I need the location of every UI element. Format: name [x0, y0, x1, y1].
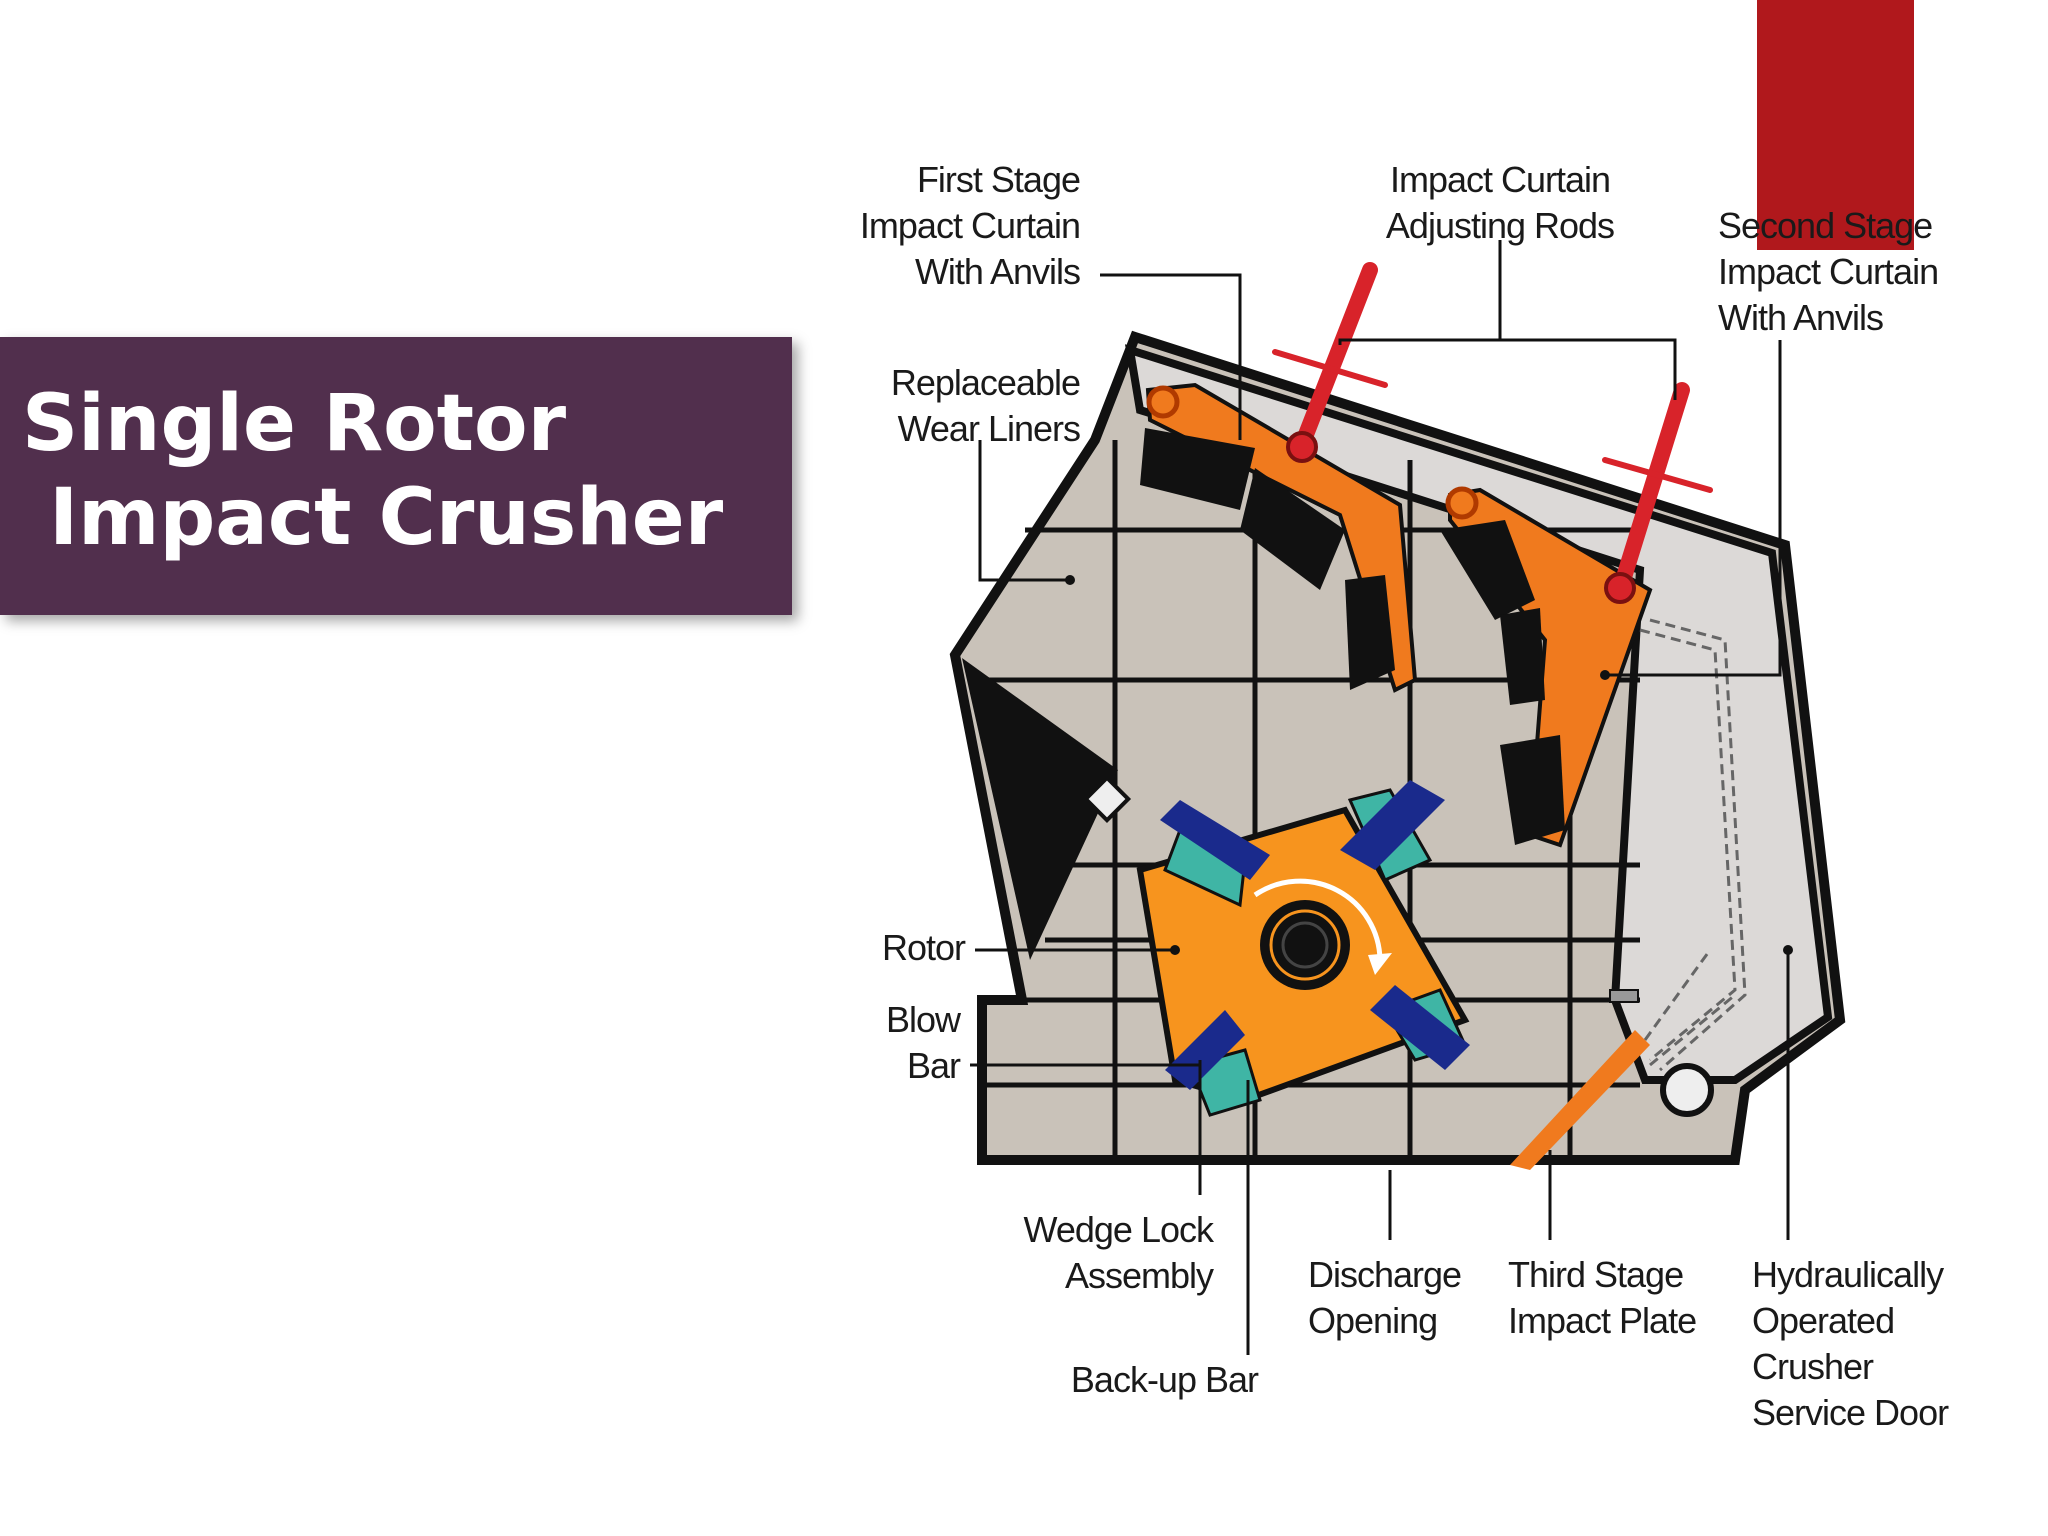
feed-plate: [962, 658, 1118, 960]
slide-title-line-1: Single Rotor: [22, 379, 567, 469]
label-discharge-2: Opening: [1308, 1300, 1437, 1341]
accent-bar: [1757, 0, 1914, 250]
label-second-stage-2: Impact Curtain: [1718, 251, 1938, 292]
label-third-stage-2: Impact Plate: [1508, 1300, 1696, 1341]
slide-title-line-2: Impact Crusher: [22, 473, 724, 563]
label-second-stage-1: Second Stage: [1718, 205, 1932, 246]
label-backup-bar: Back-up Bar: [1071, 1359, 1259, 1400]
label-liners-2: Wear Liners: [898, 408, 1080, 449]
leader-lines: [970, 240, 1790, 1355]
label-wedge-1: Wedge Lock: [1024, 1209, 1215, 1250]
feed-bolt: [1082, 774, 1132, 824]
label-blow-bar-2: Bar: [907, 1045, 961, 1086]
third-stage-impact-plate: [1510, 1030, 1650, 1170]
first-stage-curtain: [1140, 382, 1418, 693]
door-frame-hidden-lines: [1639, 618, 1747, 1072]
label-wedge-2: Assembly: [1065, 1255, 1214, 1296]
label-discharge-1: Discharge: [1308, 1254, 1461, 1295]
label-door-2: Operated: [1752, 1300, 1894, 1341]
label-adjusting-1: Impact Curtain: [1390, 159, 1610, 200]
label-third-stage-1: Third Stage: [1508, 1254, 1683, 1295]
label-door-3: Crusher: [1752, 1346, 1874, 1387]
door-hinge: [1660, 1063, 1714, 1117]
label-rotor: Rotor: [882, 927, 966, 968]
door-latch: [1609, 989, 1639, 1003]
label-first-stage-1: First Stage: [917, 159, 1080, 200]
leader-dots: [1065, 575, 1793, 955]
adjusting-rods: [1272, 262, 1713, 604]
second-stage-curtain: [1440, 486, 1653, 848]
label-second-stage-3: With Anvils: [1718, 297, 1883, 338]
label-liners-1: Replaceable: [891, 362, 1080, 403]
callout-labels: First Stage Impact Curtain With Anvils I…: [860, 159, 1950, 1433]
label-first-stage-2: Impact Curtain: [860, 205, 1080, 246]
label-blow-bar-1: Blow: [886, 999, 962, 1040]
label-door-1: Hydraulically: [1752, 1254, 1944, 1295]
title-panel: Single Rotor Impact Crusher: [0, 337, 792, 615]
label-adjusting-2: Adjusting Rods: [1386, 205, 1614, 246]
label-door-4: Service Door: [1752, 1392, 1949, 1433]
label-first-stage-3: With Anvils: [915, 251, 1080, 292]
rotor: [1136, 780, 1470, 1117]
